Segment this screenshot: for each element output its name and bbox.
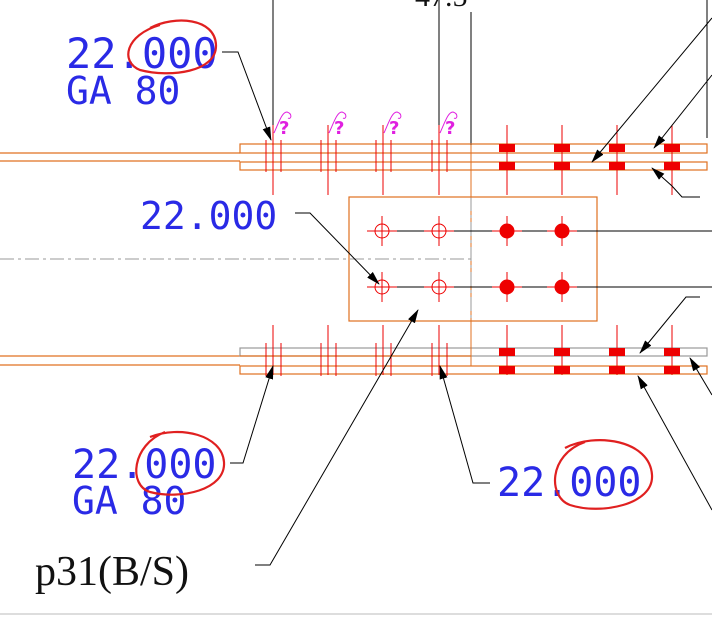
dimension-middle: 22.000 [140, 194, 277, 238]
unknown-bolt-marker: ? [445, 118, 455, 139]
unknown-marker-squiggle [328, 111, 347, 134]
top-dimension-text: 47.5 [415, 0, 468, 13]
rail-bolt-filled [609, 348, 625, 356]
dimension-bottom-right: 22.000 [497, 460, 642, 506]
rail-bolt-filled [664, 162, 680, 170]
gauge-top-left: GA 80 [66, 69, 180, 113]
bolt-hole-open [431, 279, 447, 295]
unknown-marker-squiggle [273, 111, 292, 134]
rail-bolt-filled [499, 162, 515, 170]
unknown-bolt-marker: ? [334, 118, 344, 139]
bolt-hole-open [374, 223, 390, 239]
rail-bolt-filled [609, 366, 625, 374]
part-label: p31(B/S) [35, 549, 189, 595]
bolt-hole-open [431, 223, 447, 239]
rail-bolt-filled [664, 366, 680, 374]
rail-bolt-filled [609, 162, 625, 170]
dimension-bottom-left: 22.000 [72, 442, 217, 488]
bolt-filled [499, 223, 515, 239]
markup-circle [553, 439, 654, 510]
extension-lines [272, 0, 708, 145]
rail-bolt-filled [664, 144, 680, 152]
bolts: ???? [265, 111, 680, 376]
rail-bolt-filled [554, 366, 570, 374]
top-rail [0, 143, 708, 171]
rail-bolt-filled [664, 348, 680, 356]
markup-circles [127, 19, 654, 510]
bolt-filled [499, 279, 515, 295]
leaders [222, 17, 712, 566]
unknown-bolt-marker: ? [279, 118, 289, 139]
gauge-bottom-left: GA 80 [72, 479, 186, 523]
unknown-bolt-marker: ? [389, 118, 399, 139]
unknown-marker-squiggle [439, 111, 458, 134]
bolt-filled [554, 279, 570, 295]
bolt-filled [554, 223, 570, 239]
bolt-hole-open [374, 279, 390, 295]
markup-circle [135, 430, 226, 496]
rail-bolt-filled [499, 144, 515, 152]
bottom-rail [0, 347, 708, 375]
rail-bolt-filled [554, 162, 570, 170]
markup-circle [127, 19, 218, 75]
rail-bolt-filled [609, 144, 625, 152]
splice-plate[interactable] [348, 196, 598, 322]
rail-bolt-filled [499, 348, 515, 356]
rail-bolt-filled [499, 366, 515, 374]
rail-bolt-filled [554, 348, 570, 356]
unknown-marker-squiggle [383, 111, 402, 134]
rail-bolt-filled [554, 144, 570, 152]
